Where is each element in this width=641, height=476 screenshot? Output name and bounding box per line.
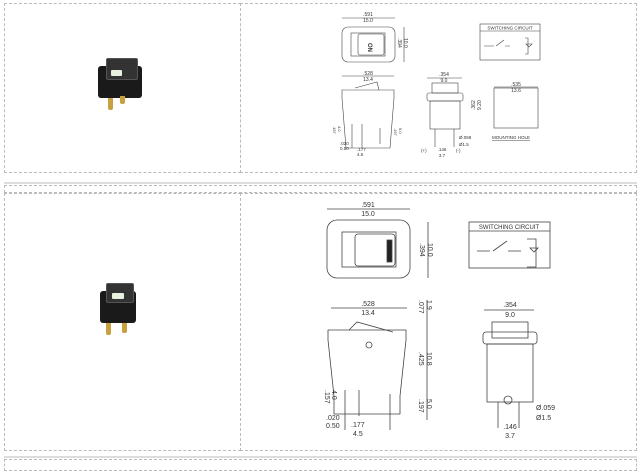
divider xyxy=(4,456,637,458)
rocker-switch-photo xyxy=(100,283,140,335)
drawing-cell-2 xyxy=(240,193,637,451)
spacer-row xyxy=(4,185,637,193)
spacer-row xyxy=(4,459,637,471)
divider xyxy=(4,182,637,184)
drawing-cell-1 xyxy=(240,3,637,173)
rocker-switch-photo xyxy=(98,58,142,110)
